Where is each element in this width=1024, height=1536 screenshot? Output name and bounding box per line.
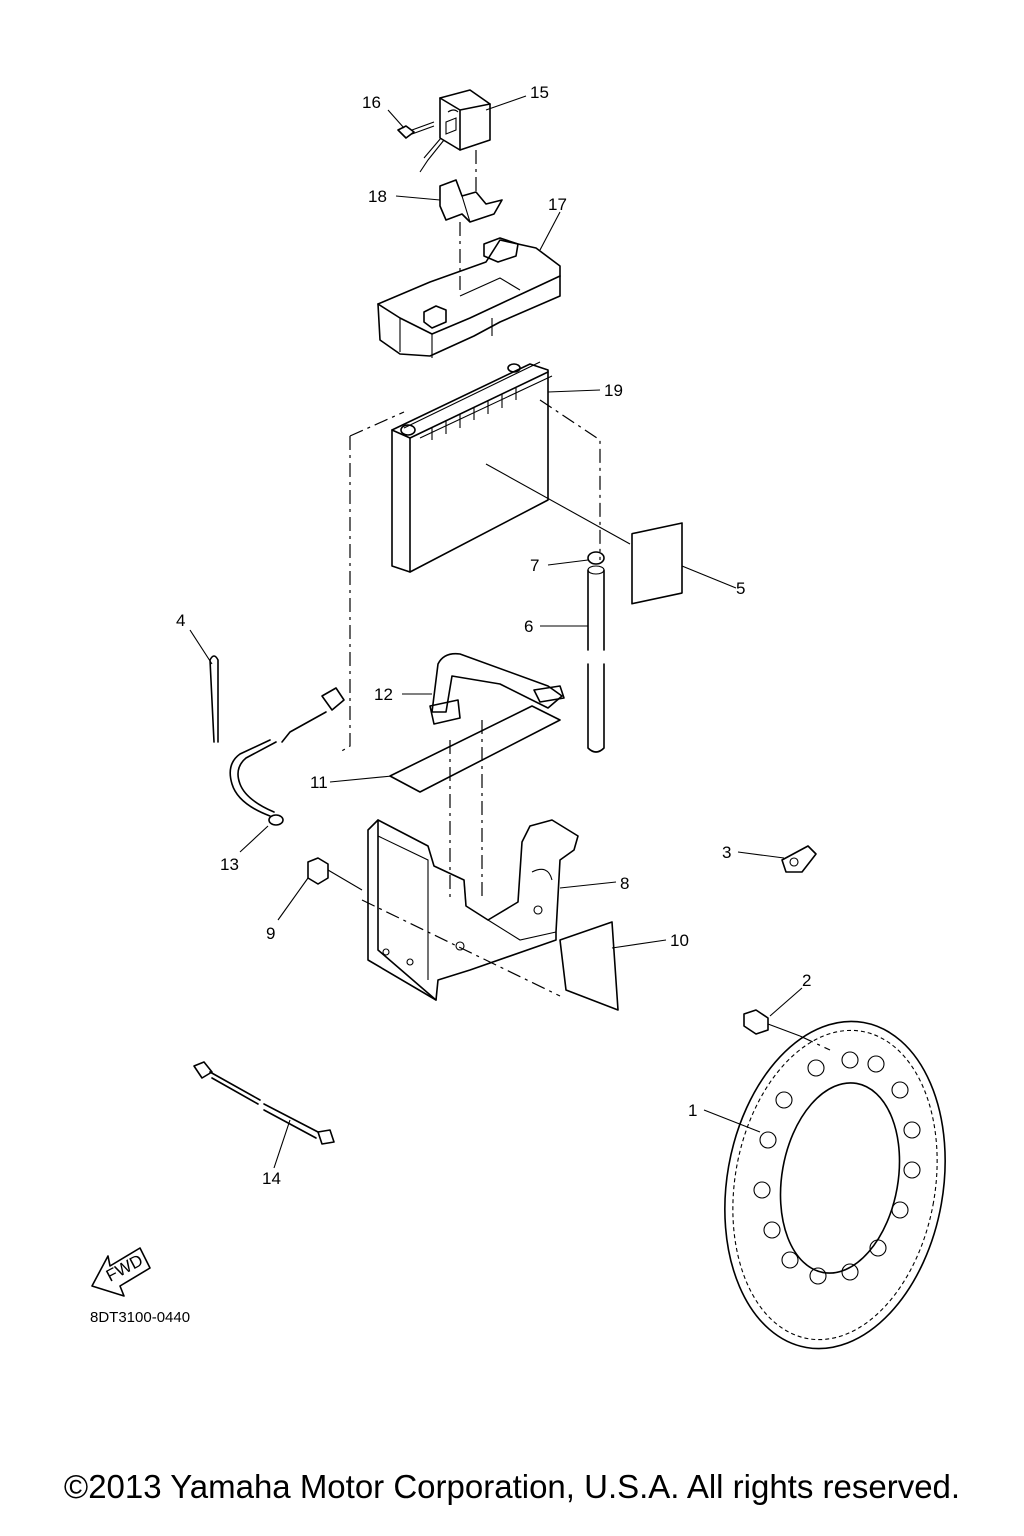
part-lead-wire (193, 1061, 335, 1145)
callout-1: 1 (688, 1101, 697, 1120)
callout-8: 8 (620, 874, 629, 893)
callout-4: 4 (176, 611, 185, 630)
callout-12: 12 (374, 685, 393, 704)
callout-17: 17 (548, 195, 567, 214)
callout-10: 10 (670, 931, 689, 950)
part-bolt-2 (743, 1009, 801, 1037)
part-strap (429, 652, 565, 725)
callout-5: 5 (736, 579, 745, 598)
part-battery (391, 361, 553, 573)
part-bracket-18 (439, 179, 503, 223)
part-starter-disc (724, 1020, 946, 1350)
fwd-arrow-icon: FWD (91, 1247, 151, 1297)
part-battery-box (367, 819, 579, 1001)
part-mat (389, 705, 561, 793)
callout-6: 6 (524, 617, 533, 636)
callout-19: 19 (604, 381, 623, 400)
diagram-reference-code: 8DT3100-0440 (90, 1309, 190, 1326)
part-battery-cable (229, 687, 345, 826)
callout-2: 2 (802, 971, 811, 990)
part-plate-10 (559, 921, 619, 1011)
callout-11: 11 (310, 773, 328, 792)
part-clamp-3 (781, 845, 817, 873)
callout-3: 3 (722, 843, 731, 862)
copyright-notice: ©2013 Yamaha Motor Corporation, U.S.A. A… (63, 1468, 961, 1505)
part-breather-hose (587, 551, 605, 753)
callout-14: 14 (262, 1169, 281, 1188)
callout-16: 16 (362, 93, 381, 112)
callout-9: 9 (266, 924, 275, 943)
callout-18: 18 (368, 187, 387, 206)
part-band-4 (209, 655, 219, 743)
part-pad-5 (631, 522, 683, 605)
part-relay (419, 89, 491, 173)
fwd-label: FWD (103, 1251, 146, 1286)
callout-7: 7 (530, 556, 539, 575)
callout-13: 13 (220, 855, 239, 874)
part-bolt-16 (397, 121, 435, 139)
part-bolt-9 (307, 857, 363, 891)
part-battery-cover (377, 237, 561, 358)
callout-15: 15 (530, 83, 549, 102)
